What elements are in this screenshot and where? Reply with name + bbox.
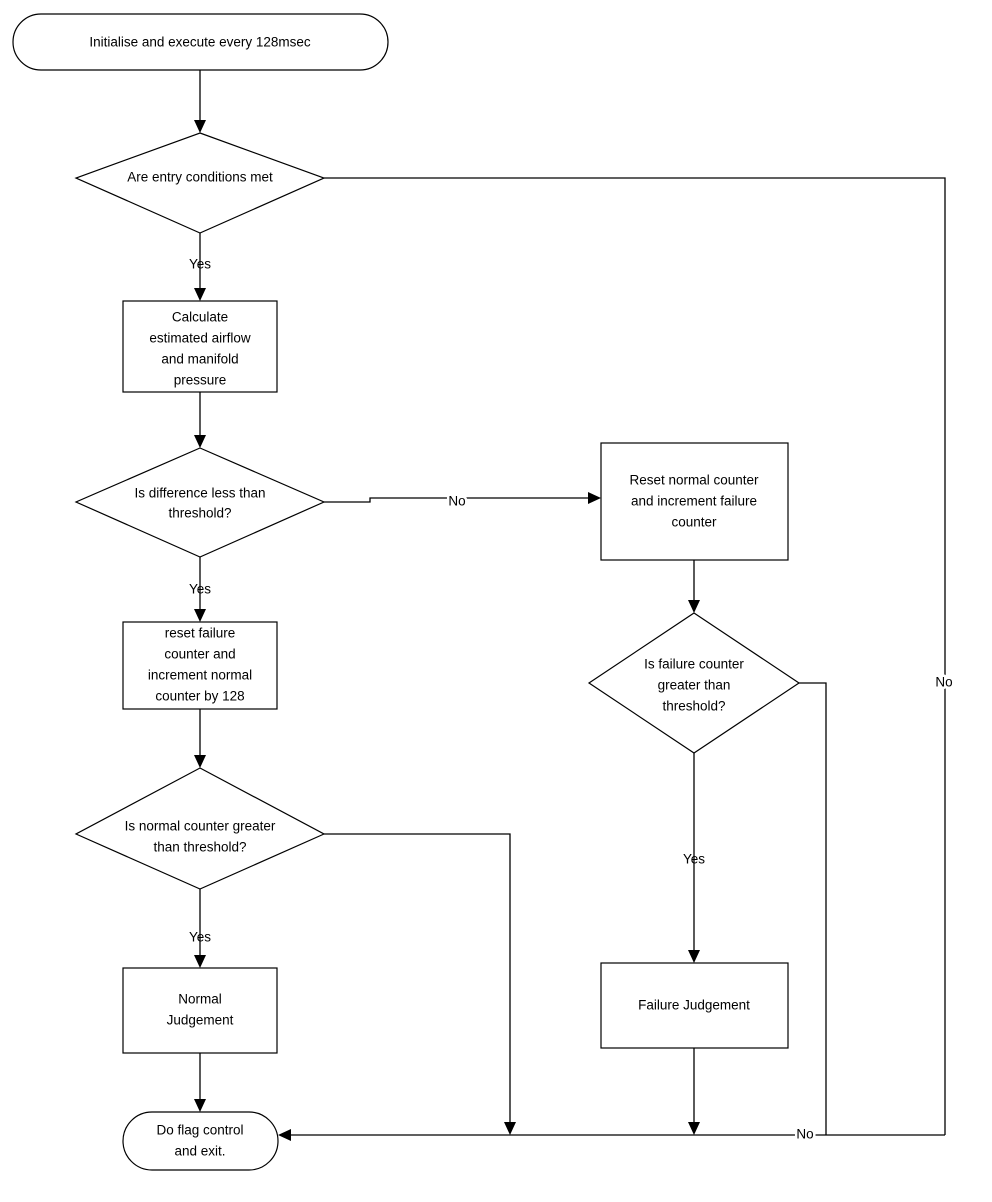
node-normal-counter-check[interactable]: Is normal counter greater than threshold… [74, 767, 326, 890]
difference-check-label-line-1: Is difference less than [134, 486, 265, 501]
edge-label-layer: Yes No No Yes Yes Yes No [189, 257, 955, 1145]
node-calculate[interactable]: Calculate estimated airflow and manifold… [122, 300, 278, 393]
end-label-line-2: and exit. [174, 1144, 225, 1159]
reset-normal-process-shape [600, 442, 789, 561]
difference-check-decision-shape [74, 447, 326, 558]
node-reset-failure[interactable]: reset failure counter and increment norm… [122, 621, 278, 710]
reset-failure-label-line-3: increment normal [148, 668, 252, 683]
start-terminator-shape [12, 13, 389, 71]
node-end[interactable]: Do flag control and exit. [122, 1111, 279, 1171]
calculate-label-line-3: and manifold [161, 352, 238, 367]
edge-label-failure-counter-no: No [796, 1127, 813, 1142]
node-failure-judgement[interactable]: Failure Judgement [600, 962, 789, 1049]
edge-label-entry-yes: Yes [189, 257, 211, 272]
edge-start-to-entry [194, 70, 206, 133]
calculate-process-shape [122, 300, 278, 393]
edge-entry-no [324, 177, 946, 1135]
end-label-line-1: Do flag control [156, 1123, 243, 1138]
start-label: Initialise and execute every 128msec [89, 35, 311, 50]
calculate-label-line-2: estimated airflow [149, 331, 251, 346]
normal-counter-check-label-line-2: than threshold? [153, 840, 246, 855]
connector-layer [194, 70, 946, 1141]
failure-counter-check-decision-shape [587, 612, 801, 754]
failure-judgement-process-shape [600, 962, 789, 1049]
reset-normal-label-line-3: counter [671, 515, 717, 530]
edge-calculate-to-difference [194, 392, 206, 448]
end-terminator-shape [122, 1111, 279, 1171]
calculate-label-line-1: Calculate [172, 310, 228, 325]
node-start[interactable]: Initialise and execute every 128msec [12, 13, 389, 71]
edge-label-difference-yes: Yes [189, 582, 211, 597]
edge-difference-no [324, 492, 601, 504]
edge-failurecheck-yes [688, 753, 700, 963]
reset-normal-label-line-1: Reset normal counter [629, 473, 759, 488]
reset-failure-label-line-4: counter by 128 [155, 689, 244, 704]
edge-failurejudgement-to-rail [688, 1048, 700, 1135]
reset-failure-label-line-2: counter and [164, 647, 235, 662]
failure-counter-check-label-line-2: greater than [658, 678, 731, 693]
edge-resetfailure-to-normalcheck [194, 709, 206, 768]
node-difference-check[interactable]: Is difference less than threshold? [74, 447, 326, 558]
node-normal-judgement[interactable]: Normal Judgement [122, 967, 278, 1054]
entry-conditions-label: Are entry conditions met [127, 170, 273, 185]
normal-judgement-label-line-1: Normal [178, 992, 222, 1007]
normal-judgement-label-line-2: Judgement [167, 1013, 234, 1028]
edge-bottom-rail-to-end [278, 1129, 945, 1141]
failure-counter-check-label-line-3: threshold? [662, 699, 725, 714]
edge-label-difference-no: No [448, 494, 465, 509]
edge-label-normal-counter-yes: Yes [189, 930, 211, 945]
entry-conditions-decision-shape [74, 132, 326, 234]
reset-normal-label-line-2: and increment failure [631, 494, 757, 509]
edge-normaljudgement-to-end [194, 1053, 206, 1112]
edge-normalcheck-yes [194, 889, 206, 968]
difference-check-label-line-2: threshold? [168, 506, 231, 521]
edge-difference-yes [194, 557, 206, 622]
edge-normalcheck-no [324, 833, 516, 1135]
failure-counter-check-label-line-1: Is failure counter [644, 657, 744, 672]
calculate-label-line-4: pressure [174, 373, 227, 388]
normal-counter-check-decision-shape [74, 767, 326, 890]
node-failure-counter-check[interactable]: Is failure counter greater than threshol… [587, 612, 801, 754]
reset-failure-label-line-1: reset failure [165, 626, 236, 641]
reset-failure-process-shape [122, 621, 278, 710]
edge-entry-yes [194, 233, 206, 301]
edge-resetnormal-to-failurecheck [688, 560, 700, 613]
failure-judgement-label: Failure Judgement [638, 998, 750, 1013]
node-entry-conditions[interactable]: Are entry conditions met [74, 132, 326, 234]
node-reset-normal[interactable]: Reset normal counter and increment failu… [600, 442, 789, 561]
normal-counter-check-label-line-1: Is normal counter greater [125, 819, 276, 834]
edge-failurecheck-no [799, 682, 827, 1135]
edge-label-failure-counter-yes: Yes [683, 852, 705, 867]
normal-judgement-process-shape [122, 967, 278, 1054]
edge-label-entry-no: No [935, 675, 952, 690]
